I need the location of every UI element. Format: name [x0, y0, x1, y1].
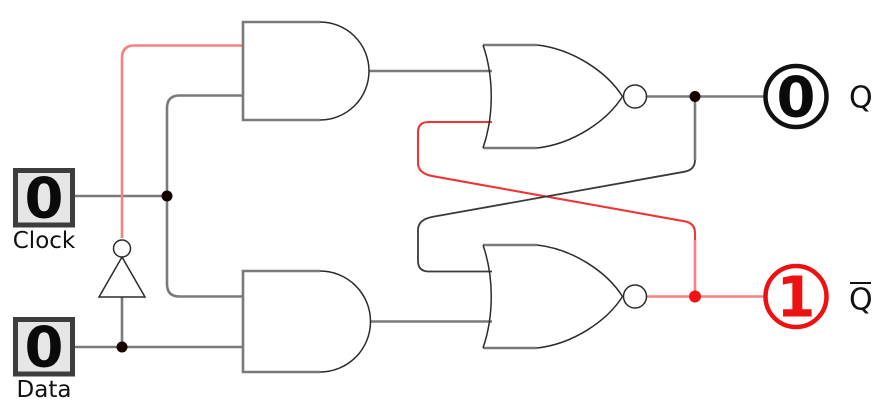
clock-value: 0 — [25, 167, 64, 232]
output-qbar[interactable]: 1 — [763, 263, 829, 331]
q-indicator-circle[interactable] — [763, 63, 829, 130]
and-gate-2-arc — [319, 270, 372, 373]
input-clock[interactable]: 0 — [13, 167, 75, 232]
nor-gate-1-curve — [536, 44, 624, 149]
input-data[interactable]: 0 — [13, 316, 75, 381]
q-value: 0 — [777, 66, 816, 131]
wire-not-to-and1 — [120, 44, 243, 238]
q-label: Q — [849, 81, 873, 116]
nor-gate-1-concave — [482, 44, 492, 149]
qbar-value: 1 — [777, 266, 816, 331]
junction-qbar — [689, 290, 701, 303]
not-gate-bubble — [112, 239, 132, 258]
junction-data — [116, 341, 128, 353]
clock-label: Clock — [13, 228, 76, 254]
not-gate-triangle — [97, 255, 147, 298]
wire-qbar-feedback — [416, 120, 697, 240]
nor-gate-1-bubble — [622, 84, 648, 109]
nor-gate-2[interactable] — [482, 243, 648, 350]
not-gate[interactable] — [97, 239, 147, 298]
data-input-box[interactable] — [13, 317, 75, 377]
nor-gate-2-curve — [536, 244, 624, 349]
data-value: 0 — [25, 316, 64, 381]
and-gate-1[interactable] — [241, 20, 370, 122]
wire-clock-to-and2 — [165, 196, 243, 298]
and-gate-2-body — [241, 269, 320, 374]
nor-gate-2-bubble — [622, 284, 648, 309]
and-gate-1-arc — [319, 21, 370, 121]
qbar-indicator-circle[interactable] — [763, 263, 829, 330]
nor-gate-1[interactable] — [482, 43, 648, 150]
and-gate-1-body — [241, 20, 320, 122]
junction-q — [689, 91, 701, 102]
and-gate-2[interactable] — [241, 269, 372, 374]
clock-input-box[interactable] — [13, 168, 75, 228]
wire-q-feedback — [417, 159, 696, 273]
junction-clock — [161, 190, 173, 202]
output-q[interactable]: 0 — [763, 63, 829, 131]
data-label: Data — [17, 377, 72, 403]
qbar-label: Q — [849, 283, 873, 318]
wire-clock-to-and1 — [165, 94, 243, 196]
nor-gate-2-concave — [482, 244, 492, 349]
